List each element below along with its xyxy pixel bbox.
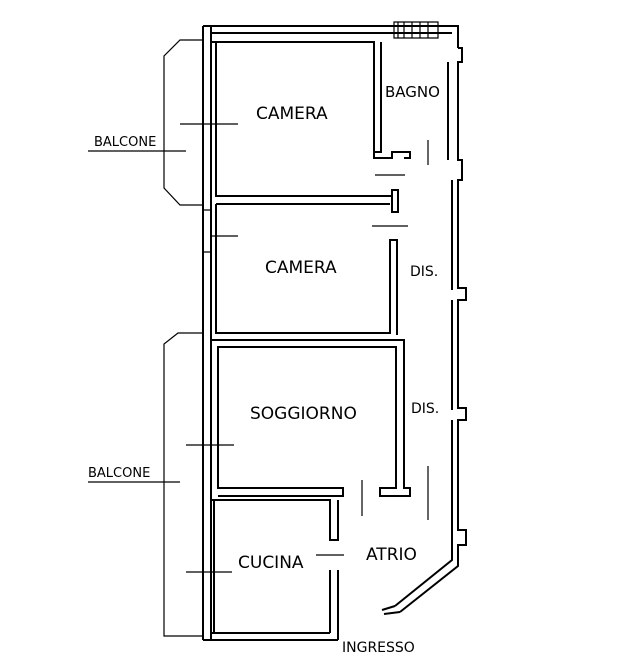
bagno-walls <box>374 42 429 176</box>
room-label-cucina: CUCINA <box>238 553 304 573</box>
camera-top-walls <box>211 41 411 213</box>
label-balcone-bottom: BALCONE <box>88 466 150 481</box>
label-ingresso: INGRESSO <box>342 640 415 656</box>
cucina-walls <box>211 499 344 640</box>
room-label-camera-middle: CAMERA <box>265 258 337 278</box>
balcone-bottom-outline <box>163 332 234 637</box>
outer-walls <box>202 25 467 641</box>
vent-hatch <box>393 21 439 39</box>
balcone-top-outline <box>163 39 238 206</box>
camera-middle-walls <box>203 203 408 335</box>
soggiorno-walls <box>211 339 429 520</box>
room-label-dis-lower: DIS. <box>411 401 439 417</box>
room-label-soggiorno: SOGGIORNO <box>250 404 357 424</box>
room-label-bagno: BAGNO <box>385 83 440 101</box>
room-label-camera-top: CAMERA <box>256 104 328 124</box>
label-balcone-top: BALCONE <box>94 135 156 150</box>
room-label-dis-upper: DIS. <box>410 264 438 280</box>
room-label-atrio: ATRIO <box>366 545 417 565</box>
